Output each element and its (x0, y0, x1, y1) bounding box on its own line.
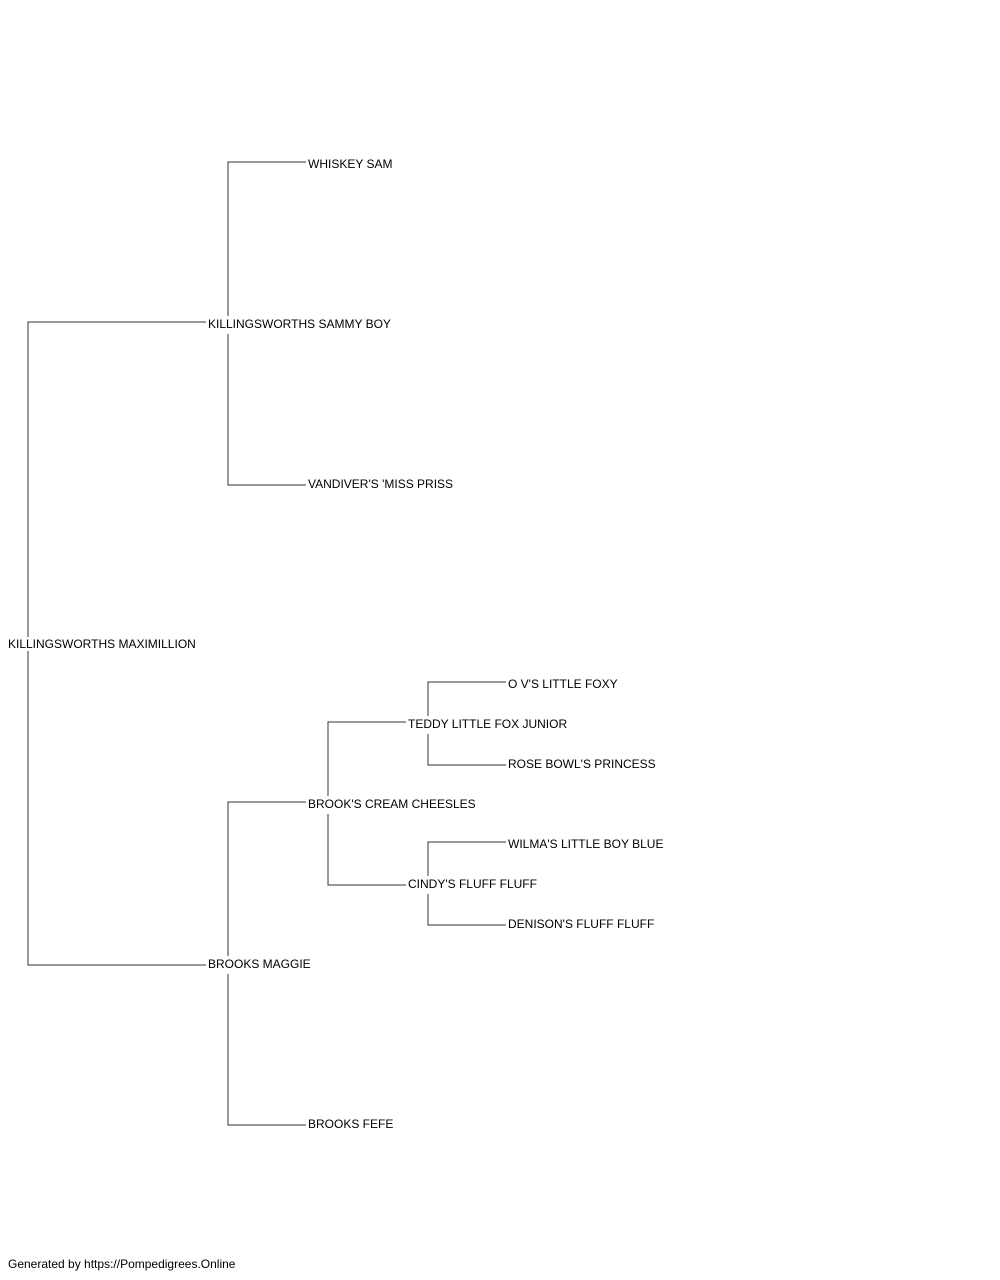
dam-sire-dam-dam-name: DENISON'S FLUFF FLUFF (508, 917, 655, 931)
connector-cindy-sire (427, 841, 506, 876)
sire-sire-name: WHISKEY SAM (308, 157, 393, 171)
dam-sire-sire-sire-name: O V'S LITTLE FOXY (508, 677, 618, 691)
dam-dam-name: BROOKS FEFE (308, 1117, 394, 1131)
connector-sire-dam (227, 334, 306, 486)
connector-subject-sire (27, 321, 206, 637)
connector-sire-sire (227, 161, 306, 316)
dam-sire-sire-dam-name: ROSE BOWL'S PRINCESS (508, 757, 656, 771)
sire-dam-name: VANDIVER'S 'MISS PRISS (308, 477, 454, 491)
dam-name: BROOKS MAGGIE (208, 957, 311, 971)
sire-name: KILLINGSWORTHS SAMMY BOY (208, 317, 391, 331)
connector-cheesles-dam (327, 814, 406, 886)
connector-teddy-sire (427, 681, 506, 716)
connector-dam-dam (227, 974, 306, 1126)
subject-name: KILLINGSWORTHS MAXIMILLION (8, 637, 196, 651)
connector-teddy-dam (427, 734, 506, 766)
connector-cheesles-sire (327, 721, 406, 796)
connector-dam-sire (227, 801, 306, 956)
connector-cindy-dam (427, 894, 506, 926)
dam-sire-name: BROOK'S CREAM CHEESLES (308, 797, 476, 811)
dam-sire-sire-name: TEDDY LITTLE FOX JUNIOR (408, 717, 568, 731)
connector-subject-dam (27, 651, 206, 966)
dam-sire-dam-name: CINDY'S FLUFF FLUFF (408, 877, 537, 891)
generated-by-footer: Generated by https://Pompedigrees.Online (8, 1257, 236, 1271)
dam-sire-dam-sire-name: WILMA'S LITTLE BOY BLUE (508, 837, 664, 851)
